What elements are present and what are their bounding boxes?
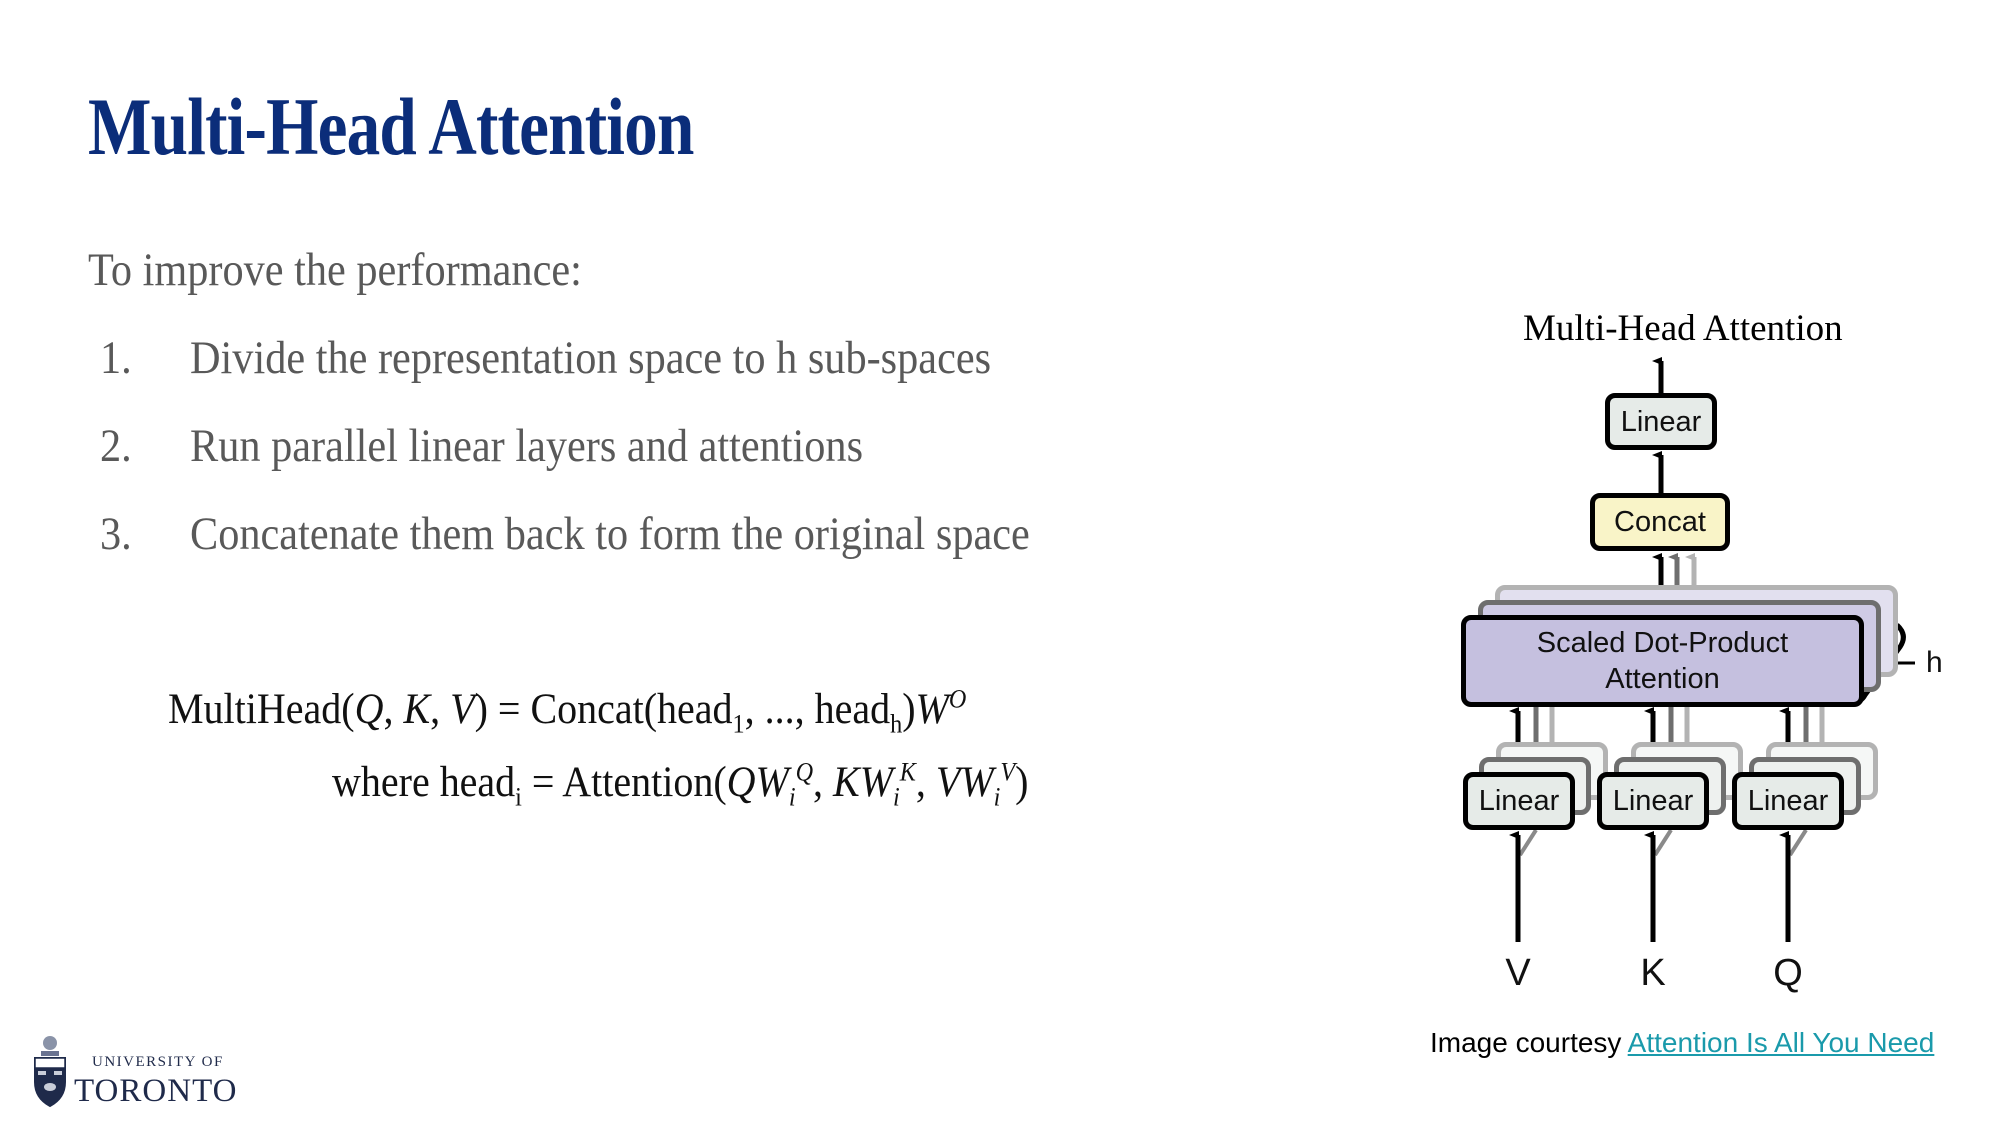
diagram-title: Multi-Head Attention <box>1523 308 1843 349</box>
formula-term-w: W <box>859 759 894 806</box>
linear-q-box: Linear <box>1732 772 1844 830</box>
formula-w: W <box>915 686 949 733</box>
formula-line-2: where headi = Attention(QWiQ, KWiK, VWiV… <box>332 757 1029 812</box>
heads-count-label: h <box>1926 646 1943 679</box>
formula-term-sub: i <box>993 782 1001 812</box>
formula-mid: , ..., head <box>744 686 891 733</box>
sdpa-label-line-1: Scaled Dot-Product <box>1536 627 1789 659</box>
formula-term-sup: V <box>1000 757 1016 787</box>
output-linear-box: Linear <box>1605 393 1717 450</box>
list-item-1: Divide the representation space to h sub… <box>190 332 992 384</box>
concat-box: Concat <box>1590 493 1730 551</box>
diagram-arrows <box>1509 357 1915 942</box>
formula-sub-h: h <box>890 709 903 739</box>
formula-term-v: V <box>935 759 961 806</box>
logo-line-1: UNIVERSITY OF <box>92 1054 224 1070</box>
formula-sub-i: i <box>515 782 522 812</box>
slide-title: Multi-Head Attention <box>88 81 694 172</box>
list-number-1: 1. <box>100 332 132 384</box>
list-item-2: Run parallel linear layers and attention… <box>190 420 864 472</box>
scaled-dot-product-attention-box: Scaled Dot-Product Attention <box>1461 615 1864 707</box>
formula-term-sub: i <box>788 782 796 812</box>
formula-line-1: MultiHead(Q, K, V) = Concat(head1, ..., … <box>168 684 967 739</box>
linear-v-box: Linear <box>1463 772 1575 830</box>
formula-v: V <box>450 686 475 733</box>
list-item-3: Concatenate them back to form the origin… <box>190 508 1030 560</box>
sdpa-label-line-2: Attention <box>1605 663 1720 695</box>
input-label-v: V <box>1505 952 1531 994</box>
formula-attention: Attention( <box>562 759 727 806</box>
formula-multihead: MultiHead( <box>168 686 355 733</box>
formula-term-sub: i <box>893 782 900 812</box>
input-label-q: Q <box>1773 952 1803 994</box>
formula-equals: = <box>497 686 521 733</box>
list-number-2: 2. <box>100 420 132 472</box>
formula-sup-o: O <box>948 684 967 714</box>
formula-where-head: where head <box>332 759 516 806</box>
university-logo: UNIVERSITY OF TORONTO <box>30 1030 250 1110</box>
formula-term-sup: Q <box>795 757 814 787</box>
formula-term-w: W <box>960 759 994 806</box>
formula-k: K <box>403 686 431 733</box>
formula-term-w: W <box>755 759 789 806</box>
formula-equals: = <box>531 759 555 806</box>
image-caption: Image courtesy Attention Is All You Need <box>1430 1026 1934 1060</box>
paper-link[interactable]: Attention Is All You Need <box>1627 1027 1935 1058</box>
formula-term-q: Q <box>726 759 756 806</box>
logo-line-2: TORONTO <box>74 1073 238 1109</box>
formula-term-k: K <box>833 759 860 806</box>
formula-close: ) <box>1015 759 1029 806</box>
intro-text: To improve the performance: <box>88 244 582 296</box>
formula-concat: Concat(head <box>530 686 733 733</box>
linear-k-box: Linear <box>1597 772 1709 830</box>
multi-head-attention-diagram: Multi-Head Attention <box>1440 295 1980 1015</box>
formula-close: ) <box>902 686 916 733</box>
list-number-3: 3. <box>100 508 132 560</box>
formula-term-sup: K <box>899 757 916 787</box>
crest-icon <box>34 1036 66 1108</box>
formula-sub-1: 1 <box>732 709 745 739</box>
input-label-k: K <box>1640 952 1666 994</box>
formula-q: Q <box>354 686 384 733</box>
caption-prefix: Image courtesy <box>1430 1027 1628 1058</box>
